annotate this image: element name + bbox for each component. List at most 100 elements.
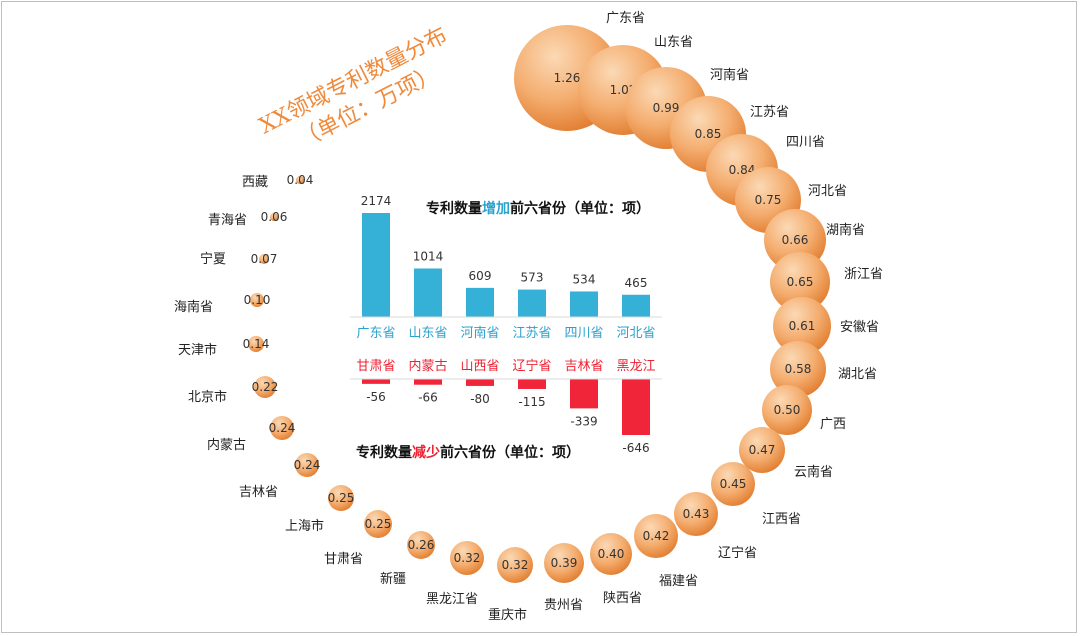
bubble-label-5: 四川省 — [786, 135, 825, 150]
increase-value-3: 609 — [469, 269, 492, 283]
bubble-value-20: 0.26 — [408, 538, 435, 552]
bubble-value-10: 0.58 — [785, 362, 812, 376]
bubble-label-23: 吉林省 — [239, 485, 278, 500]
decrease-title-suffix: 前六省份（单位：项） — [440, 444, 580, 461]
decrease-chart-title: 专利数量减少前六省份（单位：项） — [356, 444, 580, 461]
bubble-14 — [674, 492, 718, 536]
bubble-label-29: 青海省 — [208, 213, 247, 228]
decrease-value-6: -646 — [622, 441, 649, 455]
bubble-label-9: 安徽省 — [840, 320, 879, 335]
bubble-label-1: 广东省 — [606, 11, 645, 26]
bubble-label-13: 江西省 — [762, 512, 801, 527]
bubble-value-16: 0.40 — [598, 547, 625, 561]
bubble-value-6: 0.75 — [755, 193, 782, 207]
decrease-bar-3 — [466, 379, 494, 386]
increase-value-4: 573 — [521, 271, 544, 285]
bubble-value-25: 0.22 — [252, 380, 279, 394]
bubble-label-20: 新疆 — [380, 571, 406, 587]
bubble-value-21: 0.25 — [365, 517, 392, 531]
decrease-bar-6 — [622, 379, 650, 435]
increase-value-6: 465 — [625, 276, 648, 290]
bubble-label-12: 云南省 — [794, 464, 833, 480]
decrease-bar-2 — [414, 379, 442, 385]
bubble-8 — [770, 252, 830, 312]
bubble-label-15: 福建省 — [659, 574, 698, 589]
bubble-22 — [328, 485, 354, 511]
decrease-bar-1 — [362, 379, 390, 384]
bubble-label-10: 湖北省 — [838, 367, 877, 382]
bubble-25 — [254, 376, 276, 398]
bubble-value-22: 0.25 — [328, 491, 355, 505]
decrease-title-prefix: 专利数量 — [356, 444, 412, 461]
increase-category-3: 河南省 — [460, 325, 499, 341]
bubble-value-4: 0.85 — [695, 127, 722, 141]
bubble-value-28: 0.07 — [251, 252, 278, 266]
increase-category-4: 江苏省 — [512, 325, 551, 341]
bubble-30 — [296, 176, 304, 184]
increase-category-1: 广东省 — [356, 326, 395, 341]
increase-category-2: 山东省 — [408, 326, 447, 341]
bubble-value-13: 0.45 — [720, 477, 747, 491]
bubble-value-8: 0.65 — [787, 275, 814, 289]
decrease-value-2: -66 — [418, 391, 438, 405]
bubble-9 — [773, 297, 831, 355]
bubble-label-30: 西藏 — [242, 175, 268, 190]
bubble-value-1: 1.26 — [554, 71, 581, 85]
bubble-value-30: 0.04 — [287, 173, 314, 187]
bubble-26 — [248, 336, 264, 352]
increase-category-6: 河北省 — [616, 326, 655, 341]
increase-value-2: 1014 — [413, 249, 444, 263]
bubble-label-28: 宁夏 — [200, 251, 226, 267]
decrease-bar-4 — [518, 379, 546, 389]
increase-value-5: 534 — [573, 272, 596, 286]
bubble-value-9: 0.61 — [789, 319, 816, 333]
bubble-18 — [497, 547, 533, 583]
bubble-23 — [295, 453, 319, 477]
increase-title-suffix: 前六省份（单位：项） — [510, 200, 650, 217]
bubble-label-4: 江苏省 — [750, 104, 789, 120]
decrease-category-5: 吉林省 — [564, 359, 603, 374]
bubble-label-16: 陕西省 — [603, 591, 642, 606]
increase-title-prefix: 专利数量 — [426, 200, 482, 217]
bubble-label-6: 河北省 — [808, 184, 847, 199]
bubble-12 — [739, 427, 785, 473]
bubble-value-24: 0.24 — [269, 421, 296, 435]
bubble-label-27: 海南省 — [174, 299, 213, 315]
bubble-13 — [711, 462, 755, 506]
bubble-label-22: 上海市 — [285, 518, 324, 534]
bubble-16 — [590, 533, 632, 575]
bubble-label-8: 浙江省 — [844, 267, 883, 282]
decrease-category-3: 山西省 — [460, 359, 499, 374]
increase-value-1: 2174 — [361, 194, 392, 208]
bubble-value-18: 0.32 — [502, 558, 529, 572]
increase-bar-6 — [622, 294, 650, 317]
bubble-label-25: 北京市 — [188, 389, 227, 405]
bubble-value-15: 0.42 — [643, 529, 670, 543]
bubble-value-7: 0.66 — [782, 233, 809, 247]
bubble-10 — [770, 341, 826, 397]
bubble-label-2: 山东省 — [654, 35, 693, 50]
bubble-value-17: 0.39 — [551, 556, 578, 570]
increase-bar-chart: 2174 广东省 1014 山东省 609 河南省 573 江苏省 534 四川省 465 河北省 — [350, 194, 662, 341]
bubble-label-7: 湖南省 — [826, 222, 865, 238]
decrease-category-1: 甘肃省 — [356, 359, 395, 374]
decrease-value-1: -56 — [366, 390, 386, 404]
bubble-28 — [259, 254, 269, 264]
decrease-value-3: -80 — [470, 392, 490, 406]
increase-bar-4 — [518, 289, 546, 317]
bubble-15 — [634, 514, 678, 558]
bubble-series: 1.26广东省1.02山东省0.99河南省0.85江苏省0.84四川省0.75河… — [174, 11, 883, 623]
bubble-21 — [364, 510, 392, 538]
bubble-value-26: 0.14 — [243, 337, 270, 351]
decrease-title-highlight: 减少 — [412, 444, 440, 461]
bubble-label-3: 河南省 — [710, 67, 749, 83]
bubble-24 — [270, 416, 294, 440]
bubble-value-12: 0.47 — [749, 443, 776, 457]
bubble-value-29: 0.06 — [261, 210, 288, 224]
decrease-bar-5 — [570, 379, 598, 409]
decrease-value-4: -115 — [518, 395, 545, 409]
increase-category-5: 四川省 — [564, 326, 603, 341]
increase-bar-1 — [362, 213, 390, 317]
decrease-category-4: 辽宁省 — [512, 358, 551, 374]
